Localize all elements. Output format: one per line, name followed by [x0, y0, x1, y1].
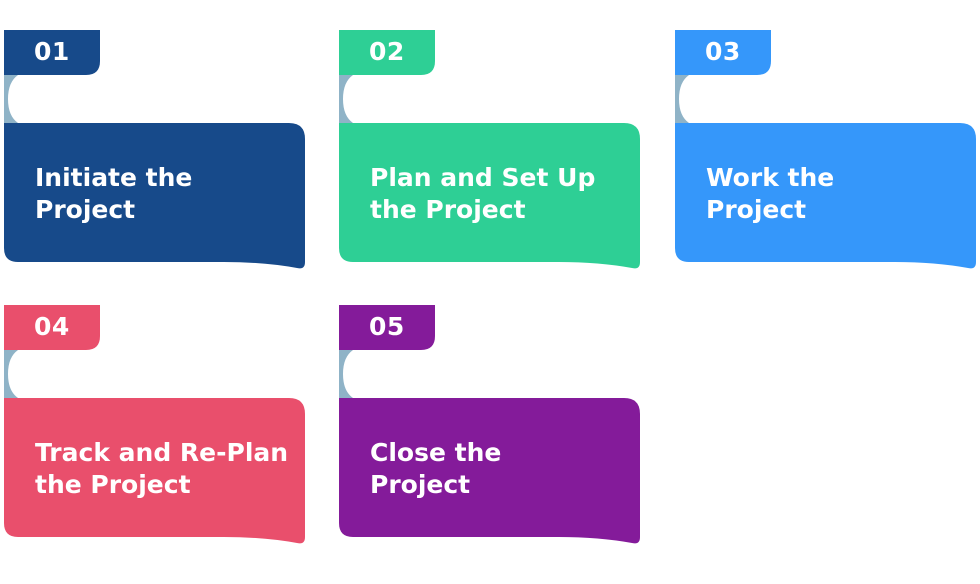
step-number: 05	[369, 312, 405, 341]
step-card-shape	[4, 305, 305, 544]
step-title: Work the Project	[706, 162, 968, 226]
step-title-line-1: Initiate the	[35, 163, 193, 192]
step-title: Initiate the Project	[35, 162, 297, 226]
step-title-line-2: Project	[35, 195, 136, 224]
step-card-5: 05 Close the Project	[339, 305, 644, 547]
step-number: 02	[369, 37, 405, 66]
step-card-shape	[339, 305, 640, 544]
step-title-line-2: the Project	[370, 195, 526, 224]
step-title: Plan and Set Up the Project	[370, 162, 632, 226]
step-number: 03	[705, 37, 741, 66]
step-title-line-2: Project	[706, 195, 807, 224]
step-title-line-1: Work the	[706, 163, 835, 192]
step-number: 04	[34, 312, 70, 341]
step-title: Close the Project	[370, 437, 632, 501]
step-card-shape	[4, 30, 305, 269]
step-title: Track and Re-Plan the Project	[35, 437, 297, 501]
step-card-shape	[339, 30, 640, 269]
step-card-4: 04 Track and Re-Plan the Project	[4, 305, 309, 547]
step-title-line-1: Track and Re-Plan	[35, 438, 289, 467]
step-title-line-2: the Project	[35, 470, 191, 499]
step-title-line-2: Project	[370, 470, 471, 499]
step-title-line-1: Plan and Set Up	[370, 163, 596, 192]
step-card-1: 01 Initiate the Project	[4, 30, 309, 272]
step-title-line-1: Close the	[370, 438, 502, 467]
step-card-2: 02 Plan and Set Up the Project	[339, 30, 644, 272]
step-card-3: 03 Work the Project	[675, 30, 980, 272]
step-card-shape	[675, 30, 976, 269]
step-number: 01	[34, 37, 70, 66]
